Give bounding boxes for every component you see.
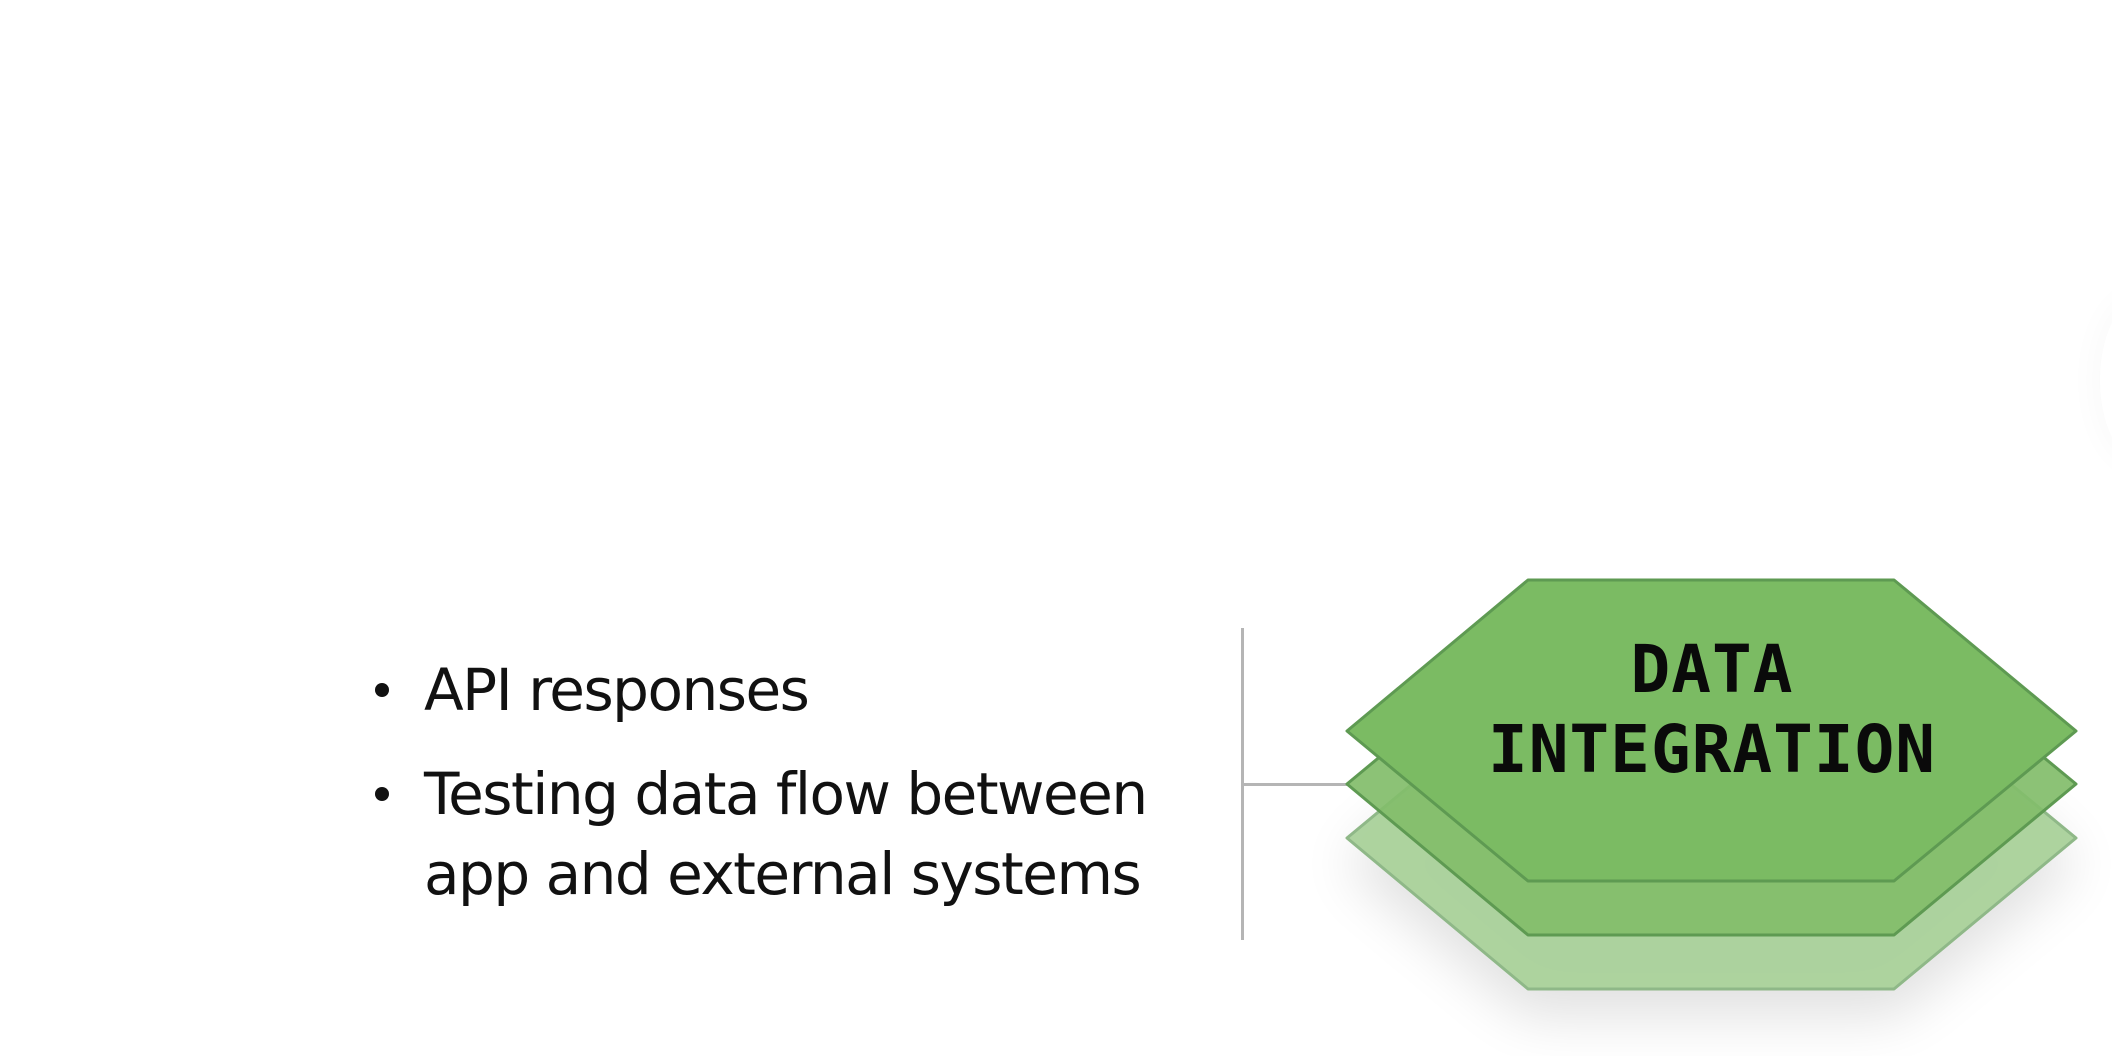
- bullet-dot-icon: [375, 787, 389, 801]
- offscreen-element-shadow: [2100, 300, 2112, 460]
- bullet-list: API responses Testing data flow between …: [368, 650, 1208, 938]
- bullet-text: API responses: [424, 656, 810, 724]
- bullet-item: Testing data flow between app and extern…: [368, 754, 1208, 914]
- hexagon-label-line: INTEGRATION: [1487, 711, 1937, 788]
- hexagon-label-line: DATA: [1630, 631, 1794, 708]
- hexagon-label: DATA INTEGRATION: [1400, 630, 2024, 790]
- bullet-dot-icon: [375, 683, 389, 697]
- connector-line: [1243, 783, 1349, 786]
- vertical-divider: [1241, 628, 1244, 940]
- bullet-item: API responses: [368, 650, 1208, 730]
- bullet-text: Testing data flow between app and extern…: [424, 760, 1148, 908]
